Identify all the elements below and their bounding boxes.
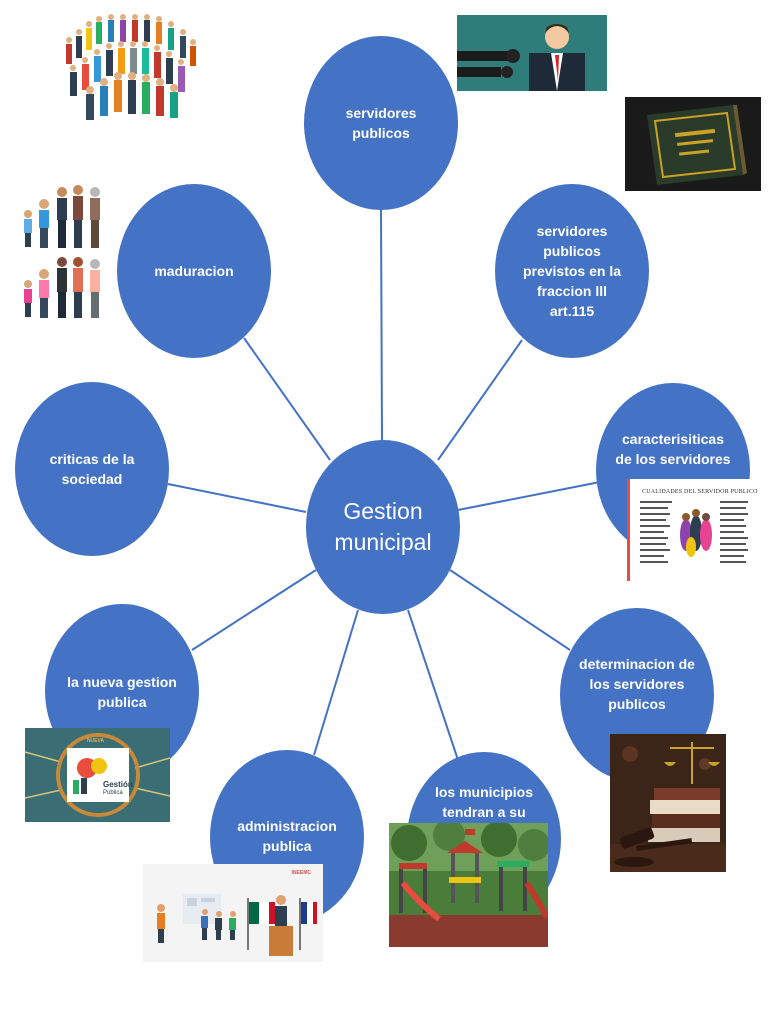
node-label: los municipios tendran a su	[425, 782, 543, 822]
nueva-logo-sub-text: Pública	[103, 790, 123, 796]
node-servidores-publicos: servidores publicos	[304, 36, 458, 210]
node-label: caracterisiticas de los servidores	[614, 429, 732, 469]
qualities-picture: CUALIDADES DEL SERVIDOR PUBLICO	[627, 479, 762, 581]
family-picture	[20, 182, 104, 320]
node-label: servidores publicos previstos en la frac…	[513, 221, 631, 321]
law-book-picture	[625, 97, 761, 191]
speaker-picture	[457, 15, 607, 91]
center-node: Gestion municipal	[306, 440, 460, 614]
justice-picture	[610, 734, 726, 872]
node-label: criticas de la sociedad	[33, 449, 151, 489]
node-label: servidores publicos	[322, 103, 440, 143]
admin-logo-text: INEEMC	[292, 870, 311, 876]
administracion-picture: INEEMC	[143, 864, 323, 962]
node-maduracion: maduracion	[117, 184, 271, 358]
nueva-logo-top-text: NUEVA	[87, 738, 104, 744]
node-label: determinacion de los servidores publicos	[578, 654, 696, 714]
node-criticas: criticas de la sociedad	[15, 382, 169, 556]
playground-picture	[389, 823, 548, 947]
node-label: la nueva gestion publica	[63, 672, 181, 712]
node-label: administracion publica	[228, 816, 346, 856]
nueva-gestion-logo-picture: NUEVA Gestión Pública	[25, 728, 170, 822]
nueva-logo-main-text: Gestión	[103, 780, 133, 789]
node-label: maduracion	[154, 261, 233, 281]
qualities-title: CUALIDADES DEL SERVIDOR PUBLICO	[630, 479, 762, 495]
center-label: Gestion municipal	[323, 496, 443, 558]
node-servidores-fraccion: servidores publicos previstos en la frac…	[495, 184, 649, 358]
crowd-picture	[56, 14, 206, 126]
